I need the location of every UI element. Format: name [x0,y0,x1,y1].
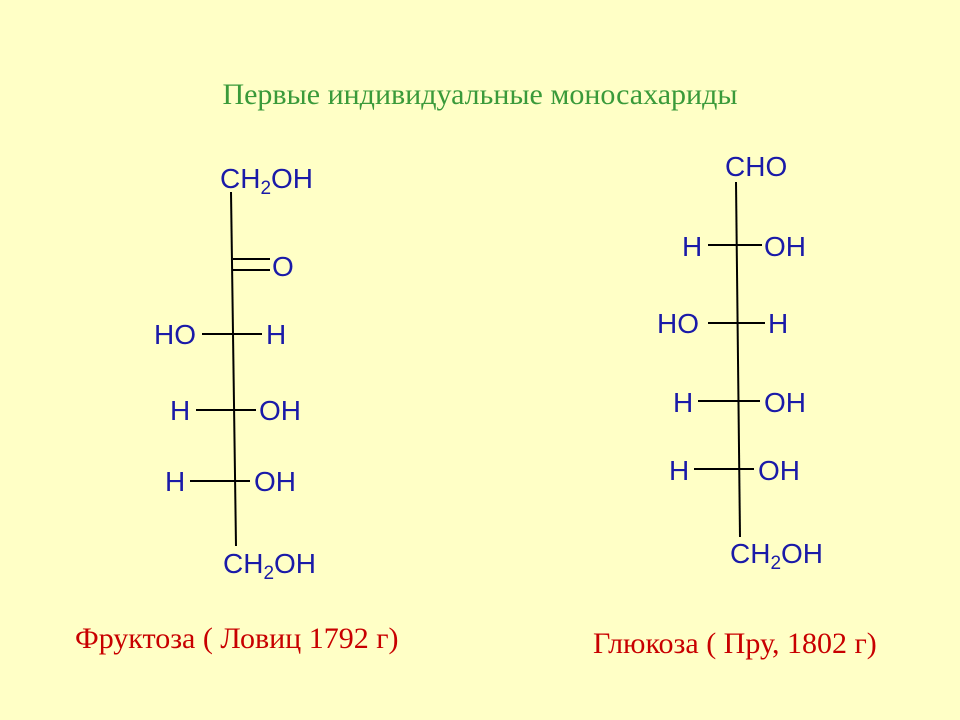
fructose-caption: Фруктоза ( Ловиц 1792 г) [75,622,399,655]
glucose-row2-left: HO [657,308,699,339]
page-title: Первые индивидуальные моносахариды [222,78,738,111]
glucose-row3-right: OH [764,387,806,418]
glucose-top-group: CHO [725,151,788,182]
fructose-top-group: CH2OH [220,163,314,199]
glucose-row3-left: H [673,387,694,418]
fructose-row1-left: HO [154,319,196,350]
glucose-backbone [735,181,741,538]
fructose-row1-right: H [266,319,287,350]
fructose-row2-right: OH [259,395,301,426]
glucose-row2-right: H [768,308,789,339]
fructose-row3-right: OH [254,466,296,497]
glucose-caption: Глюкоза ( Пру, 1802 г) [593,627,877,660]
glucose-row1-right: OH [764,231,806,262]
glucose-row1-left: H [682,231,703,262]
glucose-row4-left: H [669,455,690,486]
fructose-carbonyl-oxygen: O [272,251,294,282]
fructose-backbone [230,191,237,547]
fructose-bottom-group: CH2OH [223,548,317,584]
glucose-bottom-group: CH2OH [730,538,824,574]
fructose-row3-left: H [165,466,186,497]
glucose-row4-right: OH [758,455,800,486]
fructose-row2-left: H [170,395,191,426]
